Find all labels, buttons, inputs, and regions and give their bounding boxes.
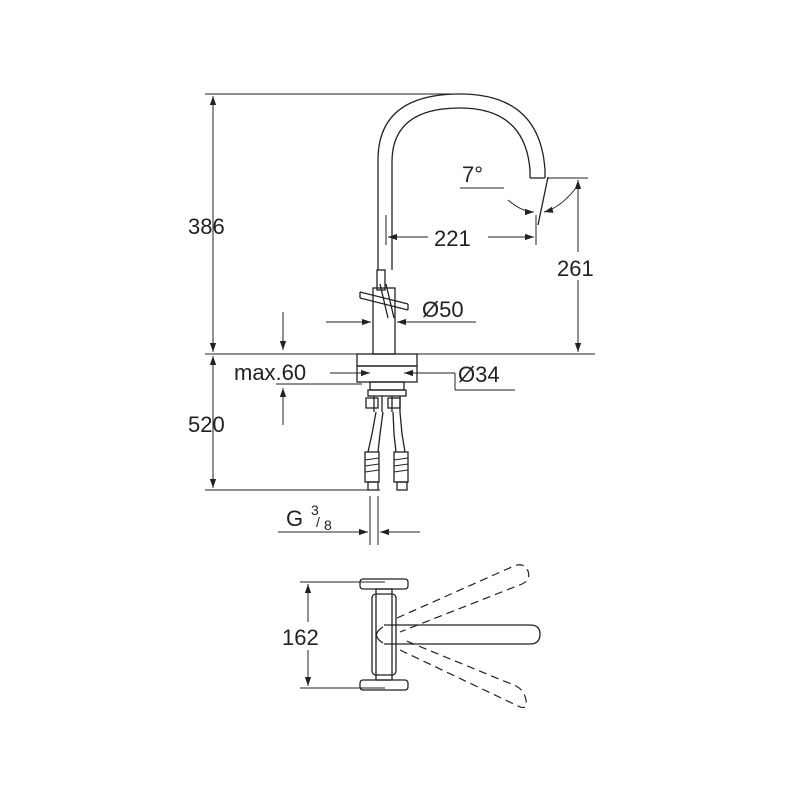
side-view: 386 520 221 261 7° bbox=[188, 93, 604, 545]
top-view: 162 bbox=[280, 564, 541, 709]
dim-hose-520: 520 bbox=[188, 356, 225, 488]
handle-span-label: 162 bbox=[282, 625, 319, 650]
thread-slash: / bbox=[316, 514, 320, 530]
thread-prefix: G bbox=[286, 506, 303, 531]
top-handles bbox=[359, 578, 409, 691]
thread-denominator: 8 bbox=[324, 517, 332, 533]
spout-top-view bbox=[375, 624, 541, 645]
body-diameter-label: Ø50 bbox=[422, 297, 464, 322]
dim-connection-thread: G 3 / 8 bbox=[278, 496, 420, 545]
hose-length-label: 520 bbox=[188, 412, 225, 437]
dim-reach-221: 221 bbox=[385, 215, 537, 251]
angle-label: 7° bbox=[462, 162, 483, 187]
deck-thickness-label: max.60 bbox=[234, 360, 306, 385]
hole-diameter-label: Ø34 bbox=[458, 362, 500, 387]
dim-spout-261: 261 bbox=[548, 177, 604, 352]
spout bbox=[377, 93, 549, 270]
supply-hoses bbox=[364, 411, 409, 491]
dim-body-diameter: Ø50 bbox=[326, 297, 476, 326]
reach-label: 221 bbox=[434, 226, 471, 251]
dim-angle-7: 7° bbox=[460, 162, 577, 216]
dim-deck-thickness: max.60 bbox=[234, 312, 362, 425]
dim-handle-span: 162 bbox=[280, 584, 332, 686]
dim-hole-diameter: Ø34 bbox=[330, 362, 515, 391]
height-label: 386 bbox=[188, 214, 225, 239]
faucet-body bbox=[359, 269, 409, 355]
dim-height-386: 386 bbox=[188, 96, 225, 352]
spout-height-label: 261 bbox=[557, 256, 594, 281]
spout-swing-range bbox=[396, 564, 530, 709]
mounting-assembly bbox=[356, 353, 418, 412]
thread-numerator: 3 bbox=[311, 502, 319, 518]
